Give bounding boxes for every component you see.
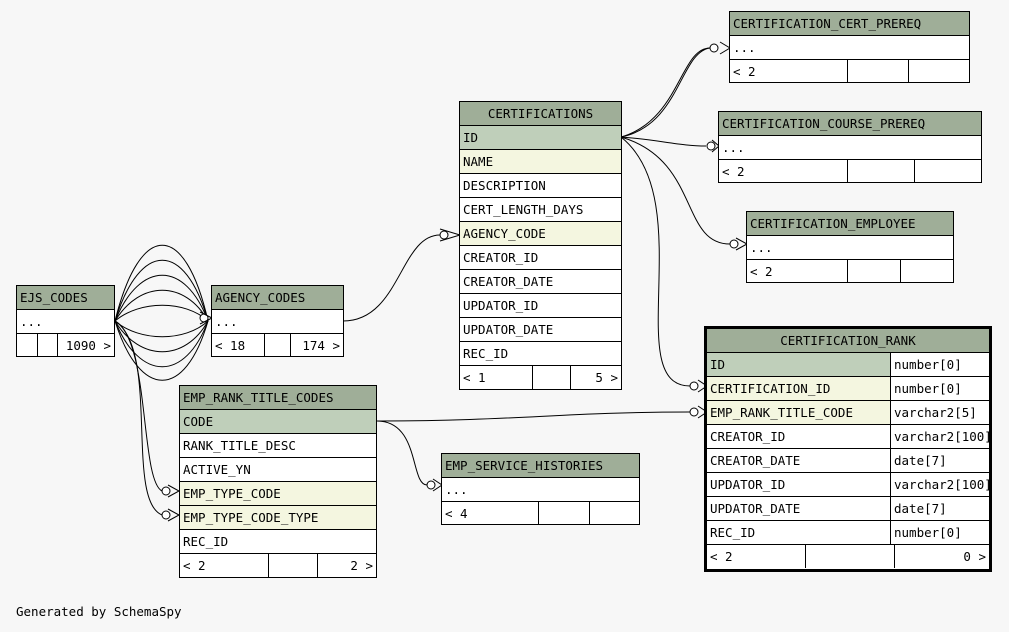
table-title: CERTIFICATION_EMPLOYEE (747, 212, 953, 236)
column-rec-id: REC_ID (463, 346, 509, 361)
column-creator-id: CREATOR_ID (463, 250, 539, 265)
foot-columns (805, 545, 894, 568)
ellipsis: ... (215, 314, 238, 329)
ellipsis: ... (20, 314, 43, 329)
column-emp-rank-title-code: EMP_RANK_TITLE_CODE (710, 405, 853, 420)
foot-children: < 18 (215, 338, 246, 353)
column-id: ID (710, 357, 726, 372)
table-emp-rank-title-codes[interactable]: EMP_RANK_TITLE_CODES CODE RANK_TITLE_DES… (179, 385, 377, 578)
column-rec-id: REC_ID (710, 525, 756, 540)
table-title: CERTIFICATION_RANK (707, 329, 989, 353)
foot-columns (538, 502, 589, 525)
foot-rows (589, 502, 639, 525)
column-updator-date: UPDATOR_DATE (463, 322, 554, 337)
foot-children (17, 334, 37, 357)
column-rank-title-desc: RANK_TITLE_DESC (183, 438, 296, 453)
column-updator-id: UPDATOR_ID (710, 477, 786, 492)
column-updator-date-type: date[7] (890, 497, 989, 520)
foot-columns (532, 366, 570, 389)
foot-columns (847, 60, 908, 83)
foot-columns (847, 260, 900, 283)
table-agency-codes[interactable]: AGENCY_CODES ... < 18 174 > (211, 285, 344, 357)
table-certifications[interactable]: CERTIFICATIONS ID NAME DESCRIPTION CERT_… (459, 101, 622, 390)
column-creator-id-type: varchar2[100] (890, 425, 989, 448)
column-cert-length-days: CERT_LENGTH_DAYS (463, 202, 584, 217)
table-certification-employee[interactable]: CERTIFICATION_EMPLOYEE ... < 2 (746, 211, 954, 283)
table-title: CERTIFICATION_COURSE_PREREQ (719, 112, 981, 136)
column-code: CODE (183, 414, 214, 429)
foot-rows (900, 260, 953, 283)
column-rec-id-type: number[0] (890, 521, 989, 544)
ellipsis: ... (750, 240, 773, 255)
table-certification-cert-prereq[interactable]: CERTIFICATION_CERT_PREREQ ... < 2 (729, 11, 970, 83)
column-updator-id: UPDATOR_ID (463, 298, 539, 313)
foot-rows: 5 > (570, 366, 621, 389)
ellipsis: ... (445, 482, 468, 497)
column-agency-code: AGENCY_CODE (463, 226, 546, 241)
ellipsis: ... (733, 40, 756, 55)
foot-rows (908, 60, 969, 83)
table-title: EJS_CODES (17, 286, 114, 310)
column-creator-date-type: date[7] (890, 449, 989, 472)
column-id-type: number[0] (890, 353, 989, 376)
table-title: EMP_SERVICE_HISTORIES (442, 454, 639, 478)
column-description: DESCRIPTION (463, 178, 546, 193)
table-certification-course-prereq[interactable]: CERTIFICATION_COURSE_PREREQ ... < 2 (718, 111, 982, 183)
column-certification-id: CERTIFICATION_ID (710, 381, 831, 396)
column-updator-date: UPDATOR_DATE (710, 501, 801, 516)
foot-children: < 1 (463, 370, 486, 385)
foot-rows: 2 > (317, 554, 376, 577)
foot-children: < 2 (750, 264, 773, 279)
column-updator-id-type: varchar2[100] (890, 473, 989, 496)
foot-rows: 174 > (290, 334, 343, 357)
foot-children: < 2 (733, 64, 756, 79)
column-name: NAME (463, 154, 494, 169)
column-id: ID (463, 130, 479, 145)
column-creator-date: CREATOR_DATE (463, 274, 554, 289)
column-creator-id: CREATOR_ID (710, 429, 786, 444)
table-ejs-codes[interactable]: EJS_CODES ... 1090 > (16, 285, 115, 357)
table-title: AGENCY_CODES (212, 286, 343, 310)
column-certification-id-type: number[0] (890, 377, 989, 400)
foot-rows (914, 160, 981, 183)
foot-rows: 0 > (894, 545, 989, 568)
column-rec-id: REC_ID (183, 534, 229, 549)
foot-children: < 4 (445, 506, 468, 521)
generated-by-note: Generated by SchemaSpy (16, 604, 182, 619)
table-title: CERTIFICATIONS (460, 102, 621, 126)
foot-columns (264, 334, 290, 357)
column-emp-type-code: EMP_TYPE_CODE (183, 486, 281, 501)
column-active-yn: ACTIVE_YN (183, 462, 251, 477)
table-title: EMP_RANK_TITLE_CODES (180, 386, 376, 410)
foot-columns (847, 160, 914, 183)
foot-children: < 2 (710, 549, 733, 564)
ellipsis: ... (722, 140, 745, 155)
foot-children: < 2 (183, 558, 206, 573)
table-emp-service-histories[interactable]: EMP_SERVICE_HISTORIES ... < 4 (441, 453, 640, 525)
foot-rows: 1090 > (57, 334, 114, 357)
column-creator-date: CREATOR_DATE (710, 453, 801, 468)
table-certification-rank[interactable]: CERTIFICATION_RANK ID number[0] CERTIFICA… (704, 326, 992, 572)
foot-children: < 2 (722, 164, 745, 179)
foot-columns (268, 554, 317, 577)
column-emp-rank-title-code-type: varchar2[5] (890, 401, 989, 424)
column-emp-type-code-type: EMP_TYPE_CODE_TYPE (183, 510, 319, 525)
table-title: CERTIFICATION_CERT_PREREQ (730, 12, 969, 36)
foot-columns (37, 334, 57, 357)
